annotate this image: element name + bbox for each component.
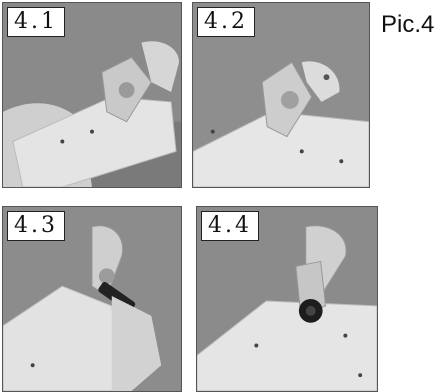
step-photo-4-2: 4.2	[192, 2, 370, 188]
step-photo-4-3: 4.3	[2, 206, 182, 392]
figure-title: Pic.4	[381, 11, 435, 38]
photo-illustration-4-2	[193, 3, 369, 187]
step-photo-4-4: 4.4	[196, 206, 378, 392]
photo-illustration-4-1	[3, 3, 181, 187]
photo-illustration-4-3	[3, 207, 181, 391]
step-label-4-3: 4.3	[7, 211, 65, 241]
step-label-4-1: 4.1	[7, 7, 65, 37]
step-label-4-4: 4.4	[201, 211, 259, 241]
step-label-4-2: 4.2	[197, 7, 255, 37]
step-photo-4-1: 4.1	[2, 2, 182, 188]
